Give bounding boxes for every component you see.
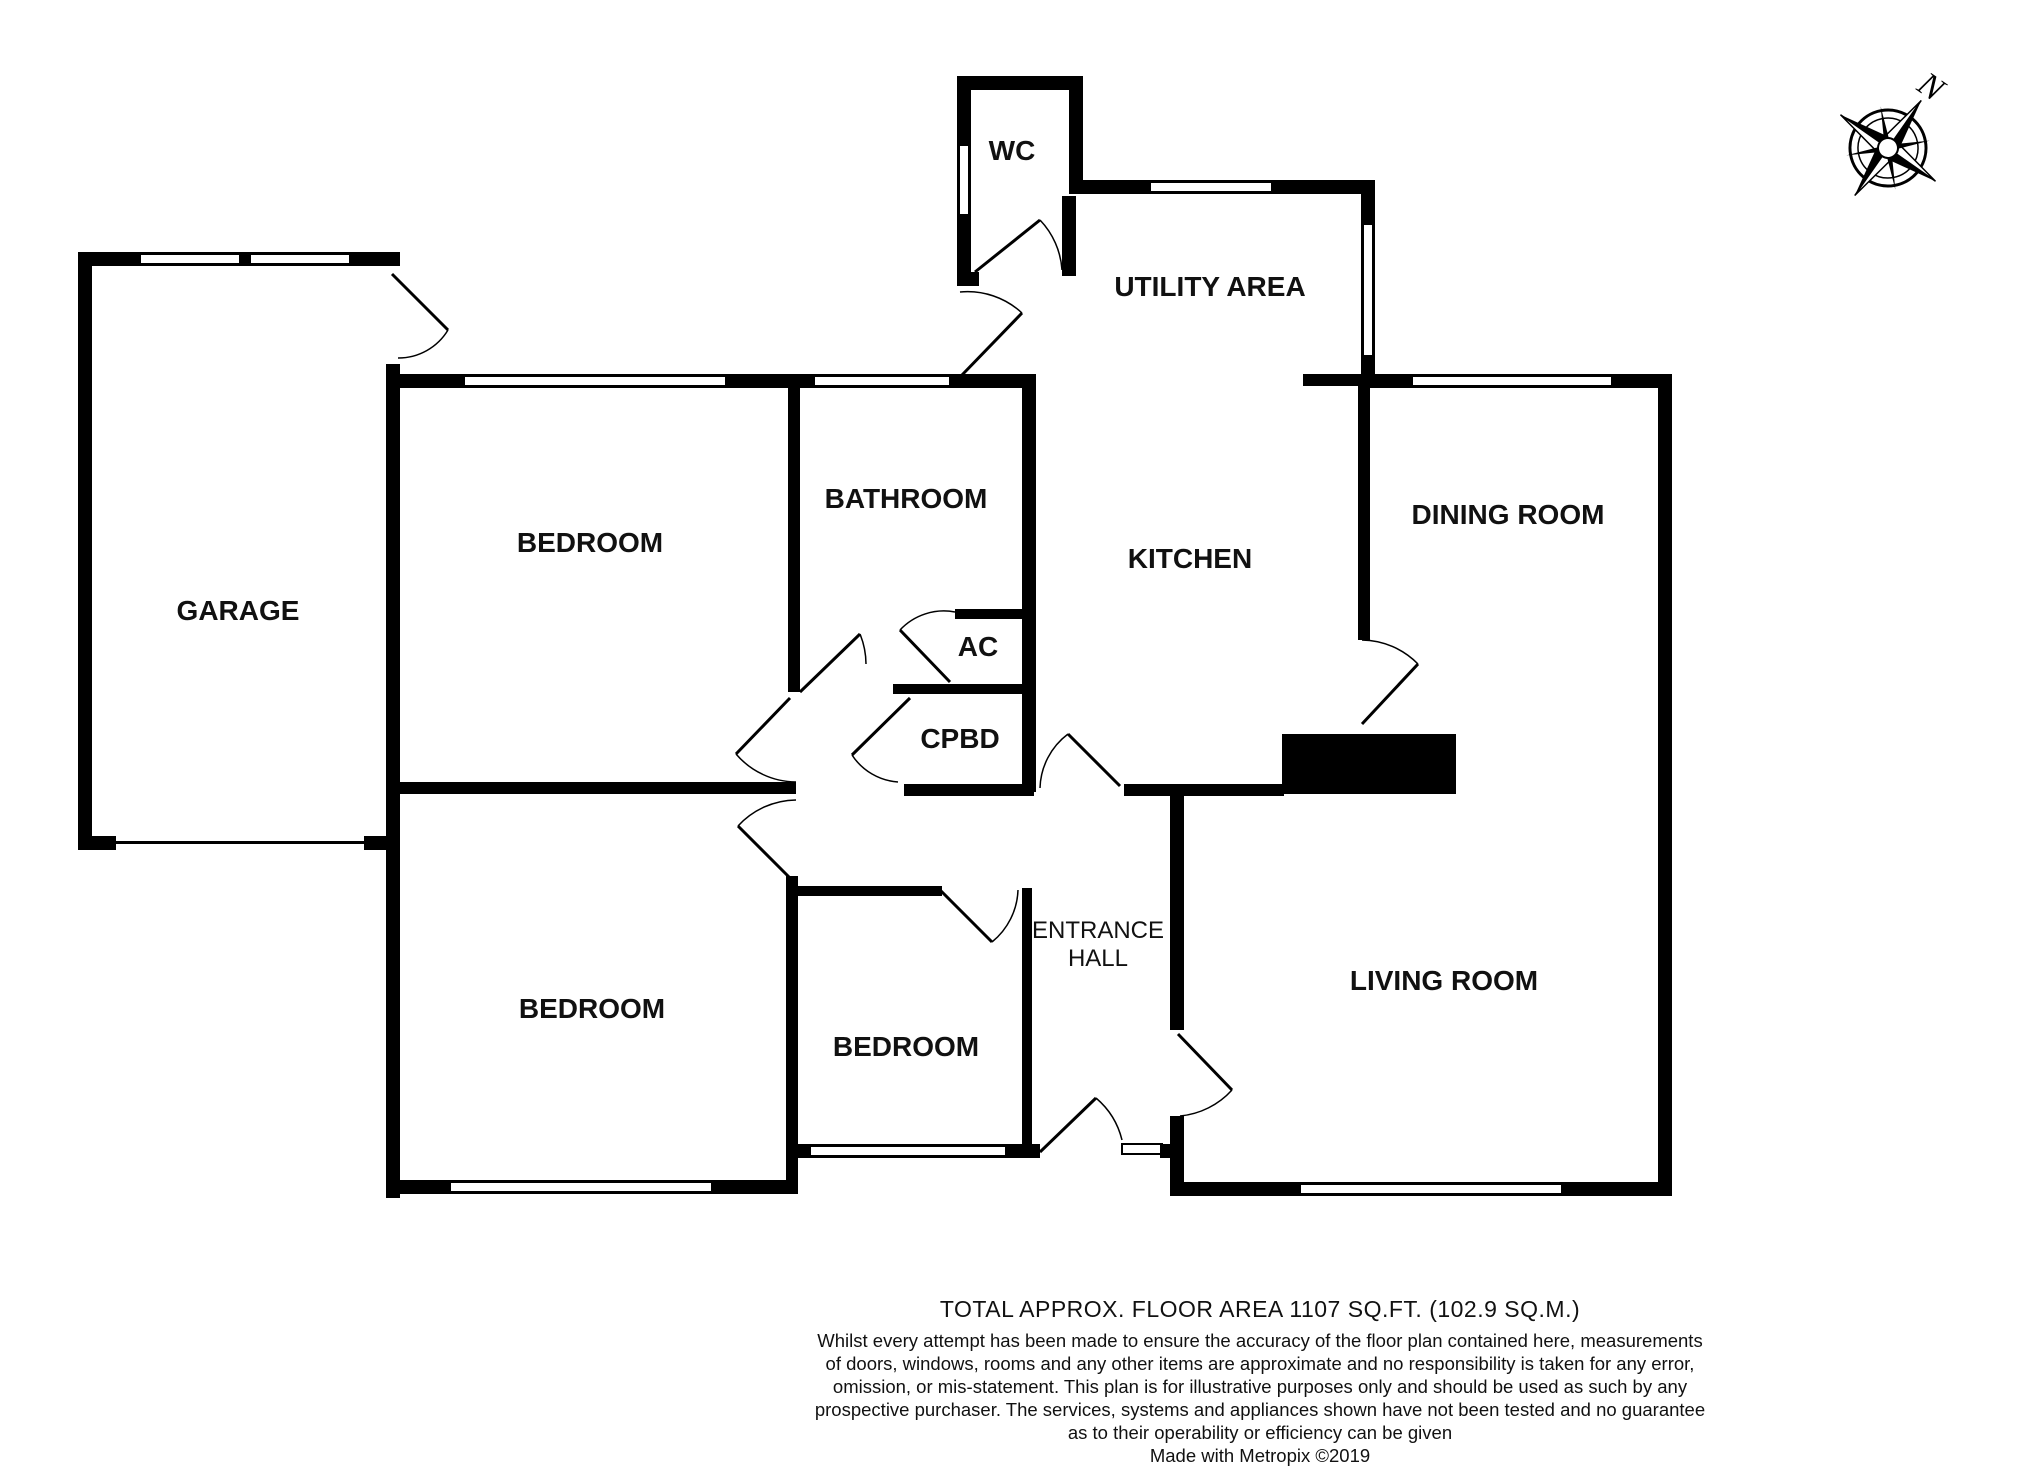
garage-window [139,253,241,265]
living-window [1299,1183,1563,1195]
bedroom-3-door [938,888,1019,944]
utility-door [959,290,1024,377]
room-label-ac: AC [958,631,998,662]
room-label-living-room: LIVING ROOM [1350,965,1538,996]
disclaimer: Whilst every attempt has been made to en… [700,1329,1820,1444]
room-label-bathroom: BATHROOM [825,483,988,514]
dining-door [1360,639,1420,726]
dining-window [1411,375,1613,387]
front-door [1038,1096,1174,1158]
bedrooms-divider [386,782,796,794]
chimney-breast [1282,734,1456,794]
bedroom-2-window [449,1181,713,1193]
garage-side-door [390,272,450,359]
bedroom-3-window [809,1145,1007,1157]
wc-window [958,144,970,216]
room-label-garage: GARAGE [177,595,300,626]
room-label-entrance: ENTRANCE [1032,917,1164,944]
room-label-kitchen: KITCHEN [1128,543,1252,574]
made-with-credit: Made with Metropix ©2019 [1149,1445,1371,1466]
bathroom-door [798,632,867,694]
footer: TOTAL APPROX. FLOOR AREA 1107 SQ.FT. (10… [700,1296,1820,1467]
garage-walls [78,252,400,850]
kitchen-door [1039,732,1122,789]
room-label-bedroom-3: BEDROOM [833,1031,979,1062]
wc-door [974,218,1063,274]
utility-window [1362,223,1374,357]
ac-door [898,610,956,684]
cpbd-door [850,696,912,783]
room-label-bedroom-2: BEDROOM [519,993,665,1024]
ac-cupboard-walls [893,609,1035,694]
room-label-utility-area: UTILITY AREA [1114,271,1305,302]
disclaimer-line: prospective purchaser. The services, sys… [814,1399,1706,1420]
room-label-bedroom-1: BEDROOM [517,527,663,558]
bedroom-2-door [736,799,797,882]
room-label-dining-room: DINING ROOM [1412,499,1605,530]
living-door [1176,1032,1234,1117]
bedroom-1-window [463,375,727,387]
bathroom-window [813,375,951,387]
utility-window [1149,181,1273,193]
bedroom-1-door [734,696,797,783]
total-floor-area: TOTAL APPROX. FLOOR AREA 1107 SQ.FT. (10… [939,1296,1581,1322]
room-label-wc: WC [989,135,1036,166]
kitchen-south-wall [1124,734,1456,796]
wc-walls [957,76,1083,286]
compass-rose-icon: N [1839,65,1953,197]
bedroom-2-west-wall [386,836,400,1194]
disclaimer-line: as to their operability or efficiency ca… [1067,1422,1453,1443]
compass-north-label: N [1910,65,1953,110]
disclaimer-line: Whilst every attempt has been made to en… [817,1330,1703,1351]
disclaimer-line: of doors, windows, rooms and any other i… [825,1353,1695,1374]
room-label-hall: HALL [1068,945,1128,972]
bedroom-bathroom-wall [788,386,800,692]
room-label-cpbd: CPBD [920,723,999,754]
garage-window [249,253,351,265]
cpbd-walls [904,784,1034,796]
disclaimer-line: omission, or mis-statement. This plan is… [832,1376,1688,1397]
